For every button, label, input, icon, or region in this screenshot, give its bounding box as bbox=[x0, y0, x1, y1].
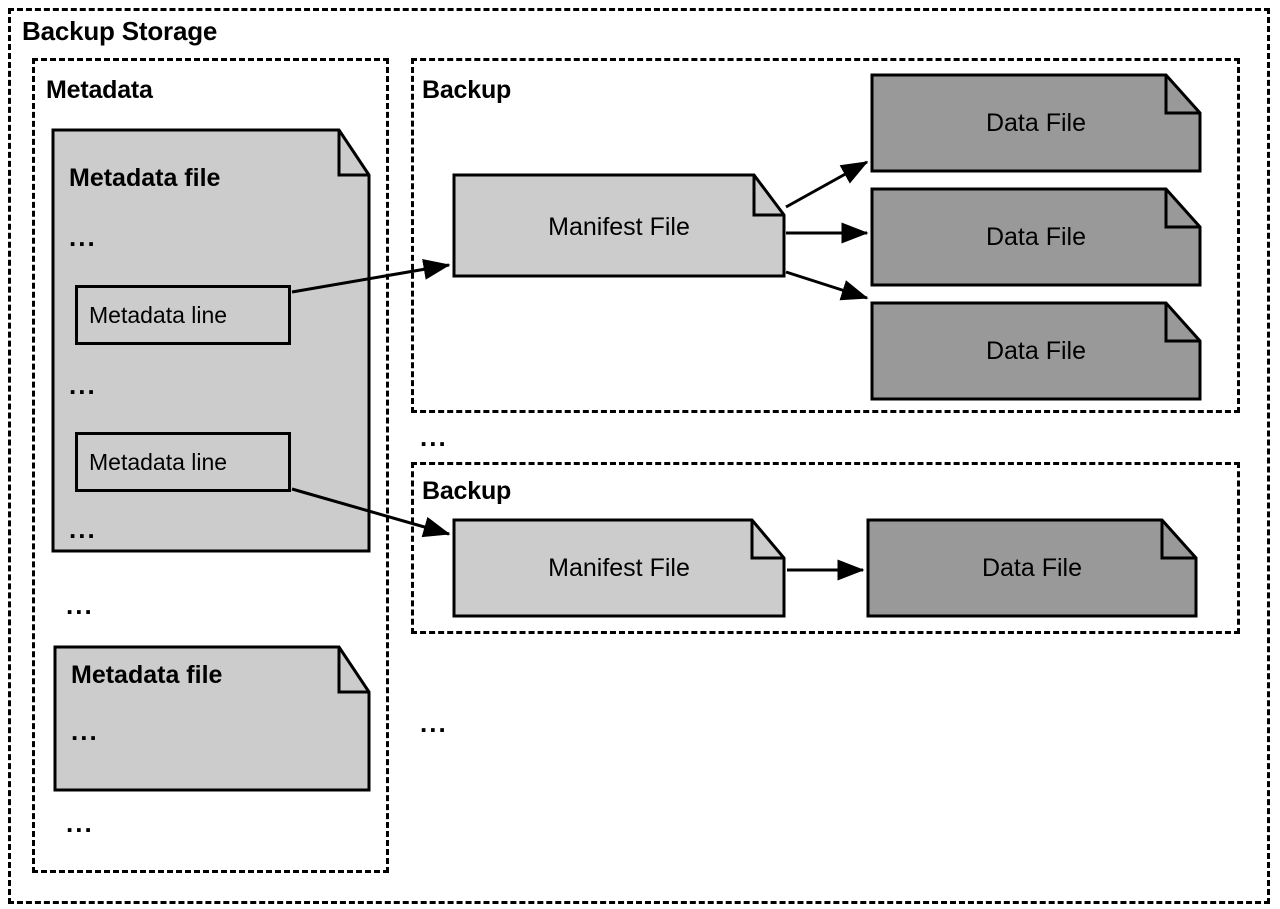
metadata-panel bbox=[32, 58, 389, 873]
metadata-panel-ellipsis-1: ... bbox=[66, 590, 94, 620]
metadata-file-1-ellipsis-top: ... bbox=[69, 222, 97, 252]
data-file-1-1-label: Data File bbox=[985, 109, 1087, 137]
data-file-2-1[interactable]: Data File bbox=[866, 518, 1198, 618]
metadata-file-2-label: Metadata file bbox=[71, 661, 223, 689]
backup-panel-2 bbox=[411, 462, 1240, 634]
backup-trailing-ellipsis: ... bbox=[420, 708, 448, 738]
manifest-file-1[interactable]: Manifest File bbox=[452, 173, 786, 278]
manifest-file-2[interactable]: Manifest File bbox=[452, 518, 786, 618]
metadata-line-2[interactable]: Metadata line bbox=[75, 432, 291, 492]
backup-separator-ellipsis: ... bbox=[420, 422, 448, 452]
metadata-file-2-ellipsis: ... bbox=[71, 716, 99, 746]
metadata-panel-ellipsis-2: ... bbox=[66, 808, 94, 838]
data-file-1-2-label: Data File bbox=[985, 223, 1087, 251]
data-file-1-1[interactable]: Data File bbox=[870, 73, 1202, 173]
data-file-1-3[interactable]: Data File bbox=[870, 301, 1202, 401]
data-file-1-3-label: Data File bbox=[985, 337, 1087, 365]
metadata-file-1-ellipsis-middle: ... bbox=[69, 370, 97, 400]
data-file-2-1-label: Data File bbox=[981, 554, 1083, 582]
backup-panel-1 bbox=[411, 58, 1240, 413]
metadata-line-1[interactable]: Metadata line bbox=[75, 285, 291, 345]
metadata-line-1-label: Metadata line bbox=[89, 301, 228, 328]
metadata-line-2-label: Metadata line bbox=[89, 448, 228, 475]
manifest-file-2-label: Manifest File bbox=[548, 554, 690, 582]
metadata-panel-title: Metadata bbox=[46, 76, 153, 104]
backup-panel-2-title: Backup bbox=[422, 477, 512, 505]
metadata-file-2[interactable]: Metadata file ... bbox=[53, 645, 371, 792]
backup-panel-1-title: Backup bbox=[422, 76, 512, 104]
backup-storage-container bbox=[8, 8, 1270, 904]
metadata-file-1-ellipsis-bottom: ... bbox=[69, 514, 97, 544]
metadata-file-1-label: Metadata file bbox=[69, 164, 221, 192]
backup-storage-title: Backup Storage bbox=[22, 16, 218, 46]
manifest-file-1-label: Manifest File bbox=[548, 213, 690, 241]
data-file-1-2[interactable]: Data File bbox=[870, 187, 1202, 287]
